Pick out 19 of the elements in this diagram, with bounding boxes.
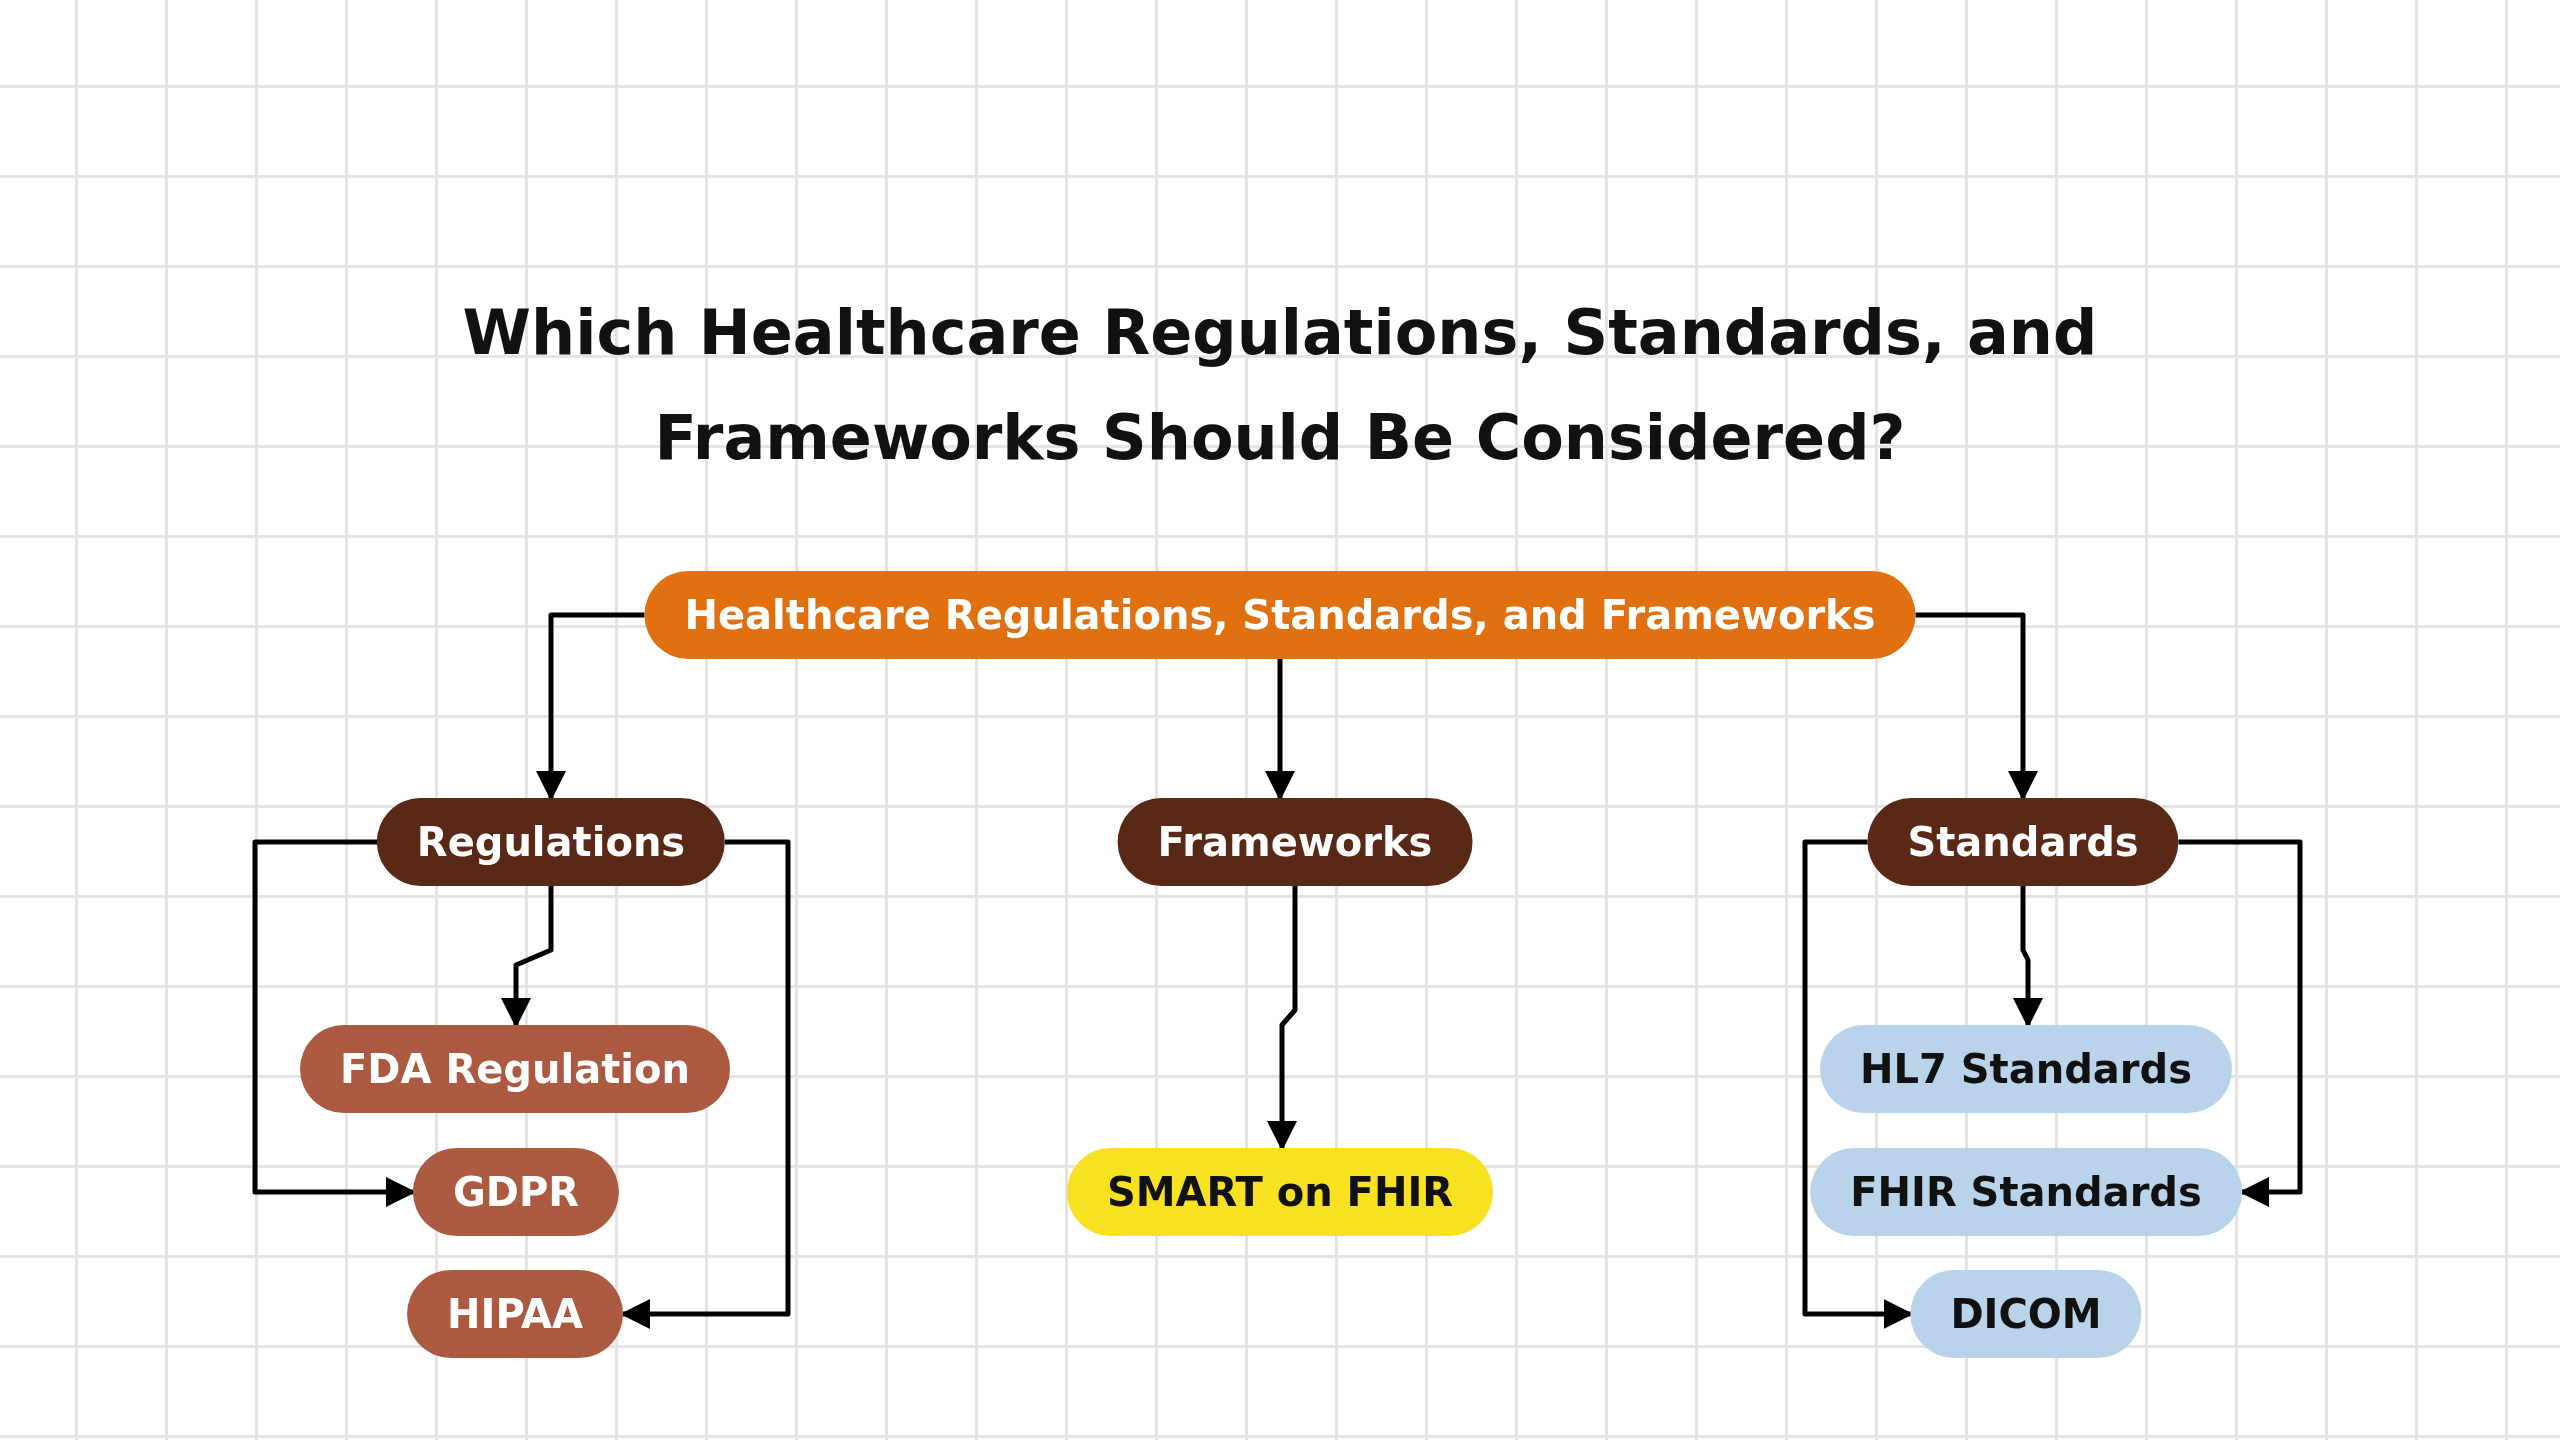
rounded-node: FHIR Standards <box>1810 1148 2242 1236</box>
rounded-node: SMART on FHIR <box>1066 1148 1494 1236</box>
arrow <box>1265 659 1295 801</box>
arrow <box>501 886 554 1028</box>
rounded-node: Healthcare Regulations, Standards, and Frameworks <box>644 571 1916 659</box>
rounded-node: DICOM <box>1910 1270 2142 1358</box>
arrow <box>536 612 645 801</box>
arrow <box>1267 886 1298 1151</box>
rounded-node: Standards <box>1867 798 2179 886</box>
rounded-node: Frameworks <box>1117 798 1473 886</box>
rounded-node: HL7 Standards <box>1820 1025 2232 1113</box>
rounded-node: GDPR <box>412 1148 620 1236</box>
arrow <box>1915 612 2038 801</box>
rounded-node: FDA Regulation <box>300 1025 730 1113</box>
rounded-node: Regulations <box>376 798 726 886</box>
title: Which Healthcare Regulations, Standards, and Frameworks Should Be Considered? <box>461 295 2099 476</box>
rounded-node: HIPAA <box>407 1270 623 1358</box>
arrow <box>2013 886 2043 1028</box>
arrow <box>2178 839 2303 1207</box>
